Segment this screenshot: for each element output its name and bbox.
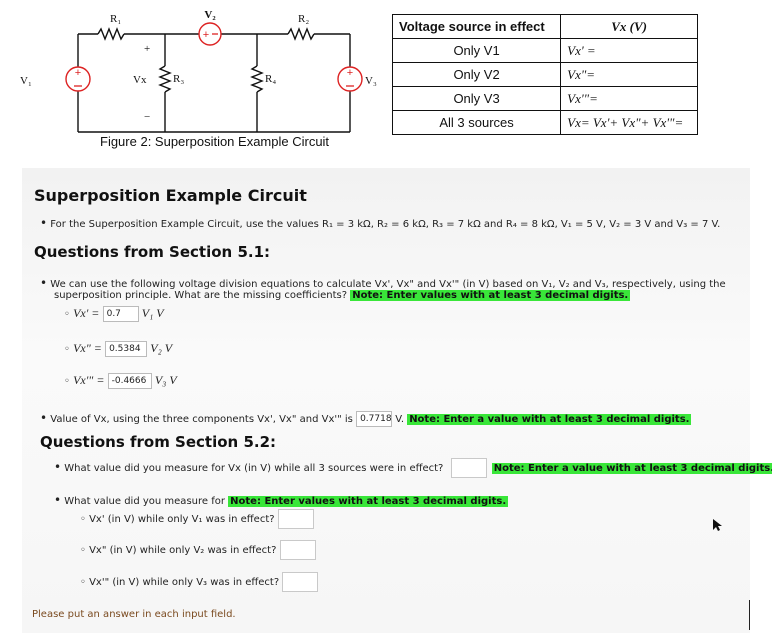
table-row: Only V1 Vx' =: [391, 38, 698, 63]
table-cell-source: Only V3: [391, 86, 562, 111]
coef3-unit: V₃ V: [154, 373, 177, 387]
v3-label: V₃: [365, 75, 377, 87]
coef1-input[interactable]: 0.7: [102, 306, 139, 322]
question-panel: Superposition Example Circuit • For the …: [22, 168, 772, 633]
note-values-decimals: Note: Enter values with at least 3 decim…: [350, 290, 631, 301]
r3-label: R₃: [173, 73, 184, 85]
vx-label: Vx: [133, 74, 147, 86]
r2-label: R₂: [298, 13, 309, 25]
q1-text-line1: We can use the following voltage divisio…: [50, 279, 726, 290]
section-5-1-heading: Questions from Section 5.1:: [34, 243, 271, 261]
v1-label: V₁: [20, 75, 32, 87]
q4-text: What value did you measure for: [64, 496, 225, 507]
coef1-label: Vx' =: [73, 306, 100, 320]
table-header-vx: Vx (V): [560, 14, 698, 39]
table-cell-expr: Vx'"=: [560, 86, 698, 111]
coef2-unit: V₂ V: [150, 341, 173, 355]
sub2-text: Vx" (in V) while only V₂ was in effect?: [89, 545, 277, 556]
note-values-decimals-2: Note: Enter values with at least 3 decim…: [228, 496, 509, 507]
vx-minus: −: [144, 111, 150, 123]
table-row: Only V2 Vx"=: [391, 62, 698, 87]
r1-label: R₁: [110, 13, 121, 25]
coef1-unit: V₁ V: [141, 306, 164, 320]
sub3-text: Vx'" (in V) while only V₃ was in effect?: [89, 577, 280, 588]
table-header-source: Voltage source in effect: [391, 14, 562, 39]
mouse-cursor-icon: [713, 519, 722, 531]
vx-prime-measured-input[interactable]: [277, 509, 314, 529]
svg-text:+: +: [203, 29, 209, 41]
vx-measured-input[interactable]: [450, 458, 487, 478]
superposition-circuit-diagram: + + + R₁ V₂ R₂ R₃ R₄ V₁ V₃ Vx + −: [20, 9, 377, 133]
coef2-input[interactable]: 0.5384: [105, 341, 148, 357]
q3-text: What value did you measure for Vx (in V)…: [64, 463, 444, 474]
footer-warning: Please put an answer in each input field…: [32, 609, 236, 620]
coef2-label: Vx" =: [73, 341, 102, 355]
section-5-2-heading: Questions from Section 5.2:: [40, 433, 277, 451]
table-row: All 3 sources Vx= Vx'+ Vx"+ Vx'"=: [391, 110, 698, 135]
svg-text:+: +: [75, 67, 81, 79]
table-cell-expr: Vx"=: [560, 62, 698, 87]
table-cell-source: Only V1: [391, 38, 562, 63]
q1-text-line2: superposition principle. What are the mi…: [54, 290, 348, 301]
intro-text: For the Superposition Example Circuit, u…: [50, 219, 721, 230]
vx-double-prime-measured-input[interactable]: [279, 540, 316, 560]
table-cell-expr: Vx= Vx'+ Vx"+ Vx'"=: [560, 110, 698, 135]
vx-plus: +: [144, 43, 150, 55]
panel-edge-line: [749, 600, 750, 630]
vx-total-input[interactable]: 0.7718: [356, 411, 393, 427]
q2-unit: V.: [395, 414, 404, 425]
panel-title: Superposition Example Circuit: [34, 186, 307, 205]
v2-label: V₂: [204, 9, 216, 21]
coef3-label: Vx'" =: [73, 373, 105, 387]
figure-caption: Figure 2: Superposition Example Circuit: [100, 134, 330, 149]
table-row: Only V3 Vx'"=: [391, 86, 698, 111]
note-value-decimals: Note: Enter a value with at least 3 deci…: [407, 414, 692, 425]
voltage-table: Voltage source in effect Vx (V) Only V1 …: [391, 14, 698, 135]
svg-text:+: +: [347, 67, 353, 79]
note-value-decimals-2: Note: Enter a value with at least 3 deci…: [491, 463, 772, 474]
vx-triple-prime-measured-input[interactable]: [282, 572, 319, 592]
table-cell-expr: Vx' =: [560, 38, 698, 63]
q2-text: Value of Vx, using the three components …: [50, 414, 353, 425]
r4-label: R₄: [265, 73, 276, 85]
table-cell-source: All 3 sources: [391, 110, 562, 135]
coef3-input[interactable]: -0.4666: [107, 373, 152, 389]
sub1-text: Vx' (in V) while only V₁ was in effect?: [89, 514, 275, 525]
table-cell-source: Only V2: [391, 62, 562, 87]
